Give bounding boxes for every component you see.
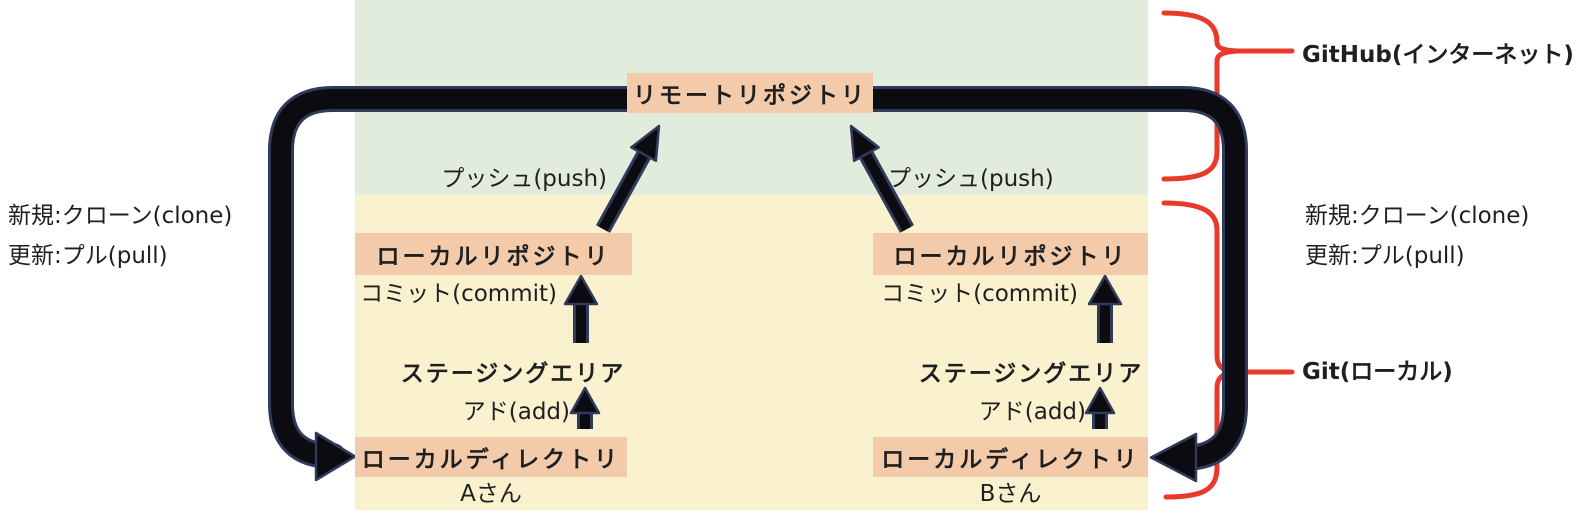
user-b-label: Bさん (979, 481, 1042, 507)
push-arrow-b (849, 124, 915, 233)
push-arrow-a (595, 124, 661, 233)
node-local-directory-a: ローカルディレクトリ (355, 437, 627, 477)
pull-label-left: 更新:プル(pull) (8, 243, 168, 269)
commit-arrow-b (1087, 274, 1123, 343)
node-local-repository-a: ローカルリポジトリ (355, 233, 632, 275)
clone-pull-arrow-left (268, 86, 650, 482)
add-label-b: アド(add) (978, 399, 1086, 425)
pull-label-right: 更新:プル(pull) (1305, 243, 1465, 269)
node-local-directory-b: ローカルディレクトリ (873, 437, 1148, 477)
clone-label-right: 新規:クローン(clone) (1305, 203, 1530, 229)
node-local-repository-b: ローカルリポジトリ (873, 233, 1148, 275)
node-staging-area-a: ステージングエリア (400, 361, 626, 387)
commit-label-a: コミット(commit) (360, 281, 557, 307)
push-label-b: プッシュ(push) (888, 166, 1054, 192)
clone-label-left: 新規:クローン(clone) (8, 203, 233, 229)
add-arrow-b (1084, 386, 1116, 429)
git-zone-label: Git(ローカル) (1302, 359, 1453, 385)
add-arrow-a (569, 386, 601, 429)
github-zone-brace (1161, 10, 1295, 182)
commit-label-b: コミット(commit) (881, 281, 1078, 307)
github-zone-label: GitHub(インターネット) (1302, 42, 1574, 68)
node-staging-area-b: ステージングエリア (918, 361, 1144, 387)
push-label-a: プッシュ(push) (441, 166, 607, 192)
commit-arrow-a (563, 274, 599, 343)
node-remote-repository: リモートリポジトリ (627, 73, 873, 113)
clone-pull-arrow-right (850, 86, 1248, 483)
user-a-label: Aさん (460, 481, 522, 507)
add-label-a: アド(add) (462, 399, 570, 425)
